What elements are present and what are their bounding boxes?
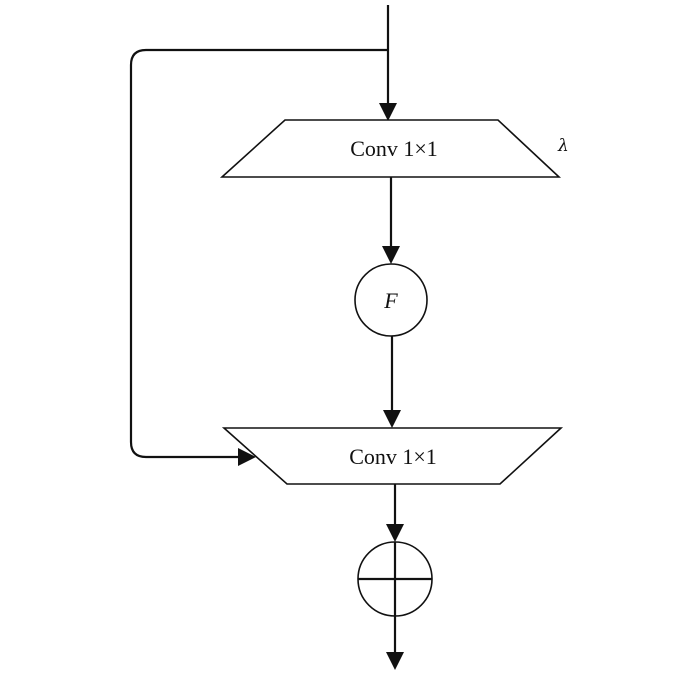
output-arrowhead — [386, 652, 404, 670]
conv-to-sum-arrowhead — [386, 524, 404, 542]
bottom-conv-label: Conv 1×1 — [349, 444, 437, 469]
skip-connection-line — [129, 48, 388, 459]
input-arrowhead — [379, 103, 397, 121]
top-conv-block — [219, 119, 562, 178]
bottom-conv-block — [221, 427, 564, 485]
function-to-conv-arrowhead — [383, 410, 401, 428]
top-conv-label: Conv 1×1 — [350, 136, 438, 161]
skip-connection-arrowhead — [238, 448, 256, 466]
lambda-label: λ — [557, 136, 569, 156]
conv-to-function-arrowhead — [382, 246, 400, 264]
function-label: F — [383, 288, 398, 313]
